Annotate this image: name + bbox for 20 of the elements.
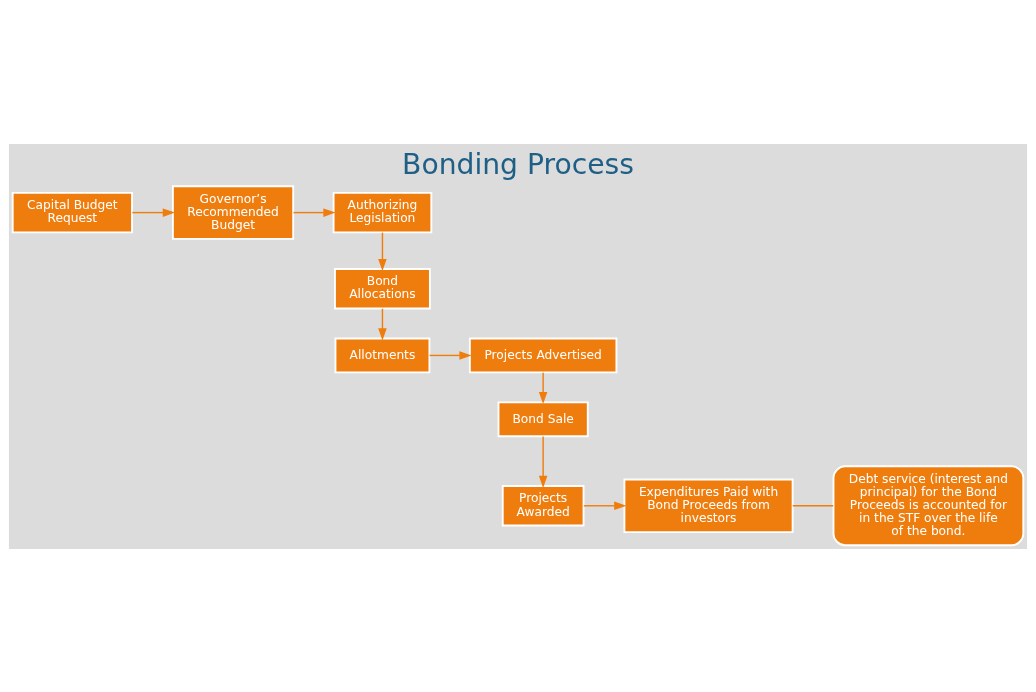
node-box: Governor’s Recommended Budget [171,184,295,240]
node-box: Bond Allocations [334,267,431,309]
arrow [131,207,175,217]
arrow [292,207,336,217]
connector [792,504,834,506]
node-box: Debt service (interest and principal) for the Bond Proceeds is accounted for in the STF over the life of the bond. [832,464,1025,546]
arrow [378,231,387,271]
node-box: Capital Budget Request [11,191,133,233]
arrow [378,307,387,340]
arrow [538,371,548,404]
node-box: Expenditures Paid with Bond Proceeds from investors [623,478,794,533]
node-box: Allotments [334,337,431,373]
arrow [583,501,627,510]
arrow [428,350,472,360]
node-box: Authorizing Legislation [332,191,433,233]
node-box: Projects Advertised [468,337,618,373]
arrow [538,435,548,488]
node-box: Projects Awarded [501,484,585,526]
diagram-title: Bonding Process [402,147,634,181]
node-box: Bond Sale [497,400,589,437]
